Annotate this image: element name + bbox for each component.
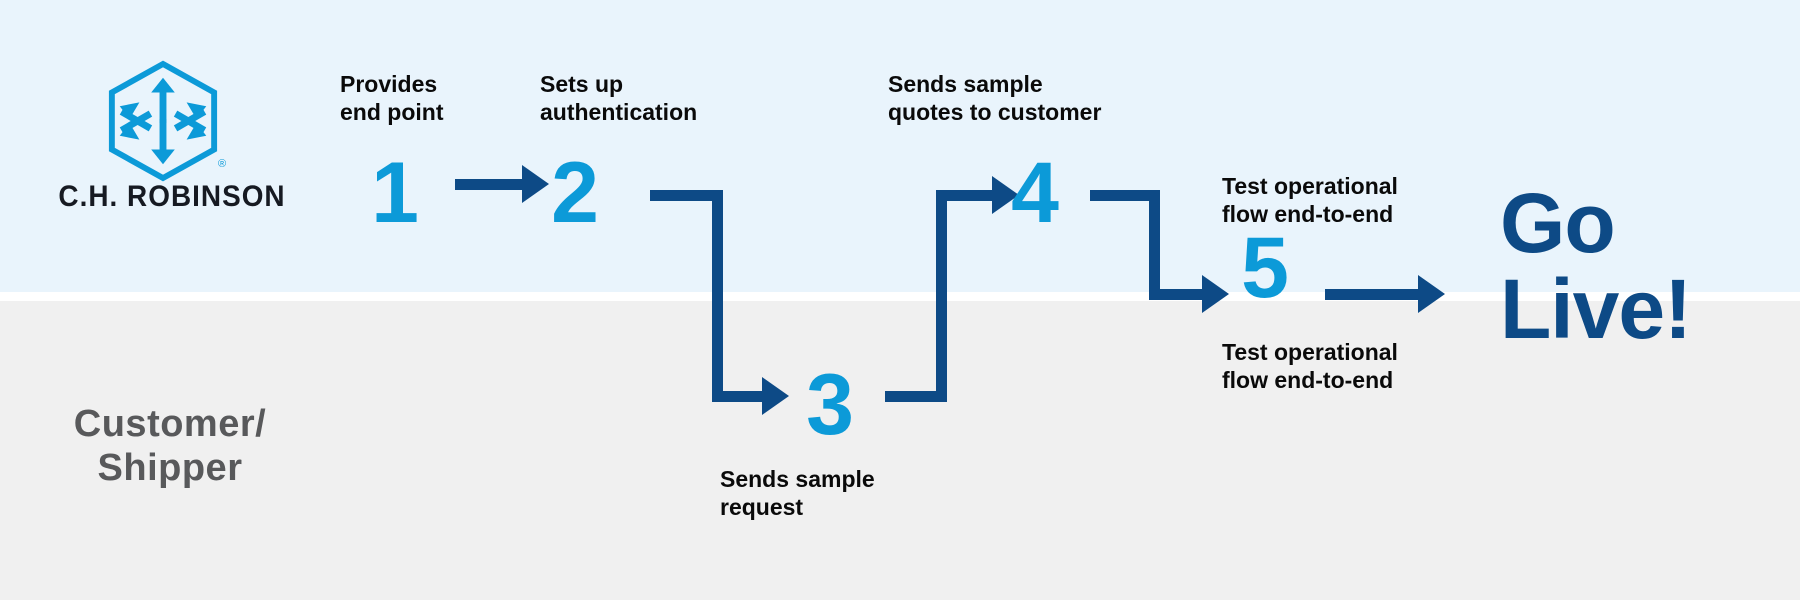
step-4-number: 4 [1011, 145, 1059, 241]
step-3-number: 3 [806, 357, 854, 453]
step-5-caption-above: Test operational flow end-to-end [1222, 173, 1398, 227]
step-5-number: 5 [1241, 220, 1289, 316]
step-1-caption: Provides end point [340, 71, 444, 125]
lane-band-ch-robinson [0, 0, 1800, 292]
step-2-caption: Sets up authentication [540, 71, 698, 125]
go-live-headline: Go Live! [1500, 176, 1692, 356]
step-1-number: 1 [371, 145, 419, 241]
hexagon-arrows-logo-icon [104, 60, 222, 182]
registered-mark: ® [218, 158, 227, 170]
lane-label-customer-shipper: Customer/ Shipper [73, 403, 267, 489]
step-4-caption: Sends sample quotes to customer [888, 71, 1102, 125]
step-5-caption-below: Test operational flow end-to-end [1222, 339, 1398, 393]
brand-wordmark: C.H. ROBINSON [58, 180, 286, 213]
step-3-caption: Sends sample request [720, 466, 875, 520]
step-2-number: 2 [551, 145, 599, 241]
lane-band-customer-shipper [0, 301, 1800, 600]
brand-logo: ® C.H. ROBINSON [42, 60, 302, 220]
